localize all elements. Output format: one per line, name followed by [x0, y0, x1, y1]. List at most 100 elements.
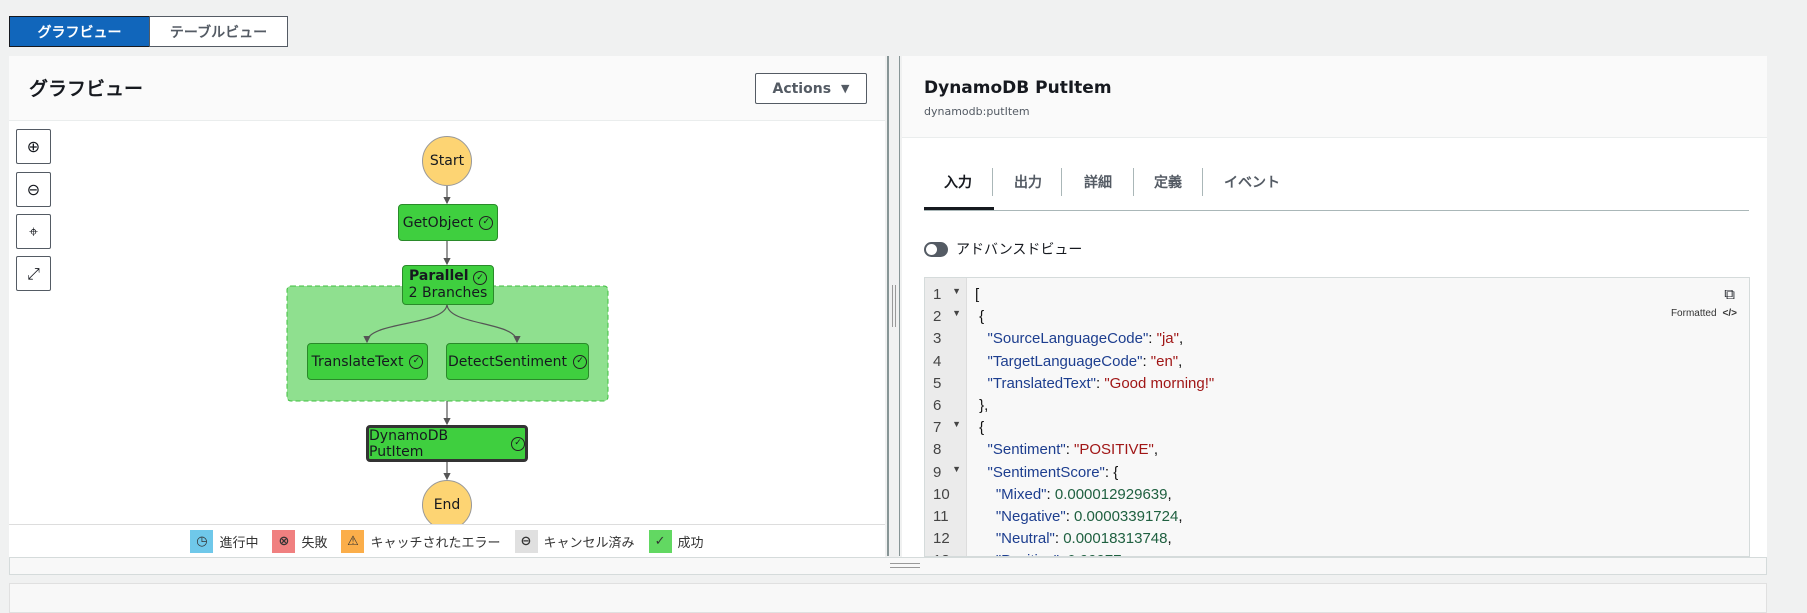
line-number: 5 [925, 375, 967, 397]
line-number: 12 [925, 530, 967, 552]
json-value: 0.00003391724 [1074, 508, 1179, 525]
line-number: 2▼ [925, 308, 967, 330]
json-key: "SentimentScore" [987, 463, 1105, 481]
fold-arrow-icon[interactable]: ▼ [952, 419, 961, 430]
line-number: 4 [925, 353, 967, 375]
code-line: { [979, 308, 985, 326]
detectsentiment-node[interactable]: DetectSentiment ✓ [446, 343, 589, 380]
json-key: "Mixed" [995, 485, 1047, 503]
legend-label: キャッチされたエラー [370, 535, 501, 551]
tab-definition[interactable]: 定義 [1154, 175, 1182, 191]
clock-icon: ◷ [190, 529, 214, 553]
graph-panel: グラフビュー Actions▼ ⊕ ⊖ ⌖ ⤢ Start GetObject✓… [9, 56, 885, 557]
horizontal-resize-bar[interactable] [9, 557, 1767, 575]
parallel-node[interactable]: Parallel ✓2 Branches [402, 265, 494, 305]
resize-handle[interactable] [892, 285, 896, 327]
code-line: }, [979, 397, 989, 414]
json-key: "Negative" [995, 508, 1066, 525]
resize-handle[interactable] [890, 563, 920, 568]
legend-label: 失敗 [301, 535, 328, 551]
fold-arrow-icon[interactable]: ▼ [952, 286, 961, 296]
tab-separator [992, 168, 993, 196]
divider-line [899, 56, 900, 556]
copy-icon[interactable]: ⧉ [1724, 286, 1735, 303]
json-key: "TranslatedText" [987, 374, 1096, 392]
formatted-label: Formatted [1670, 308, 1717, 319]
details-header: DynamoDB PutItem dynamodb:putItem [902, 56, 1767, 138]
tab-separator [1133, 168, 1134, 196]
line-number: 11 [925, 508, 967, 530]
caret-down-icon: ▼ [841, 82, 850, 95]
line-gutter [925, 278, 967, 556]
end-node[interactable]: End [422, 480, 472, 524]
tab-separator [1061, 168, 1062, 196]
legend-label: 進行中 [219, 535, 259, 551]
center-icon[interactable]: ⌖ [16, 214, 51, 249]
legend: ◷ 進行中 ⊗ 失敗 ⚠キャッチされたエラー ⊖ キャンセル済み ✓成功 [9, 524, 885, 557]
formatted-toggle[interactable]: Formatted </> [1671, 308, 1737, 319]
tab-details[interactable]: 詳細 [1084, 175, 1112, 191]
node-label: GetObject [402, 214, 474, 231]
check-icon: ✓ [479, 215, 494, 230]
json-value: 0.00018313748 [1063, 530, 1168, 548]
toggle-label: アドバンスドビュー [956, 242, 1083, 258]
dynamodb-putitem-node[interactable]: DynamoDB PutItem✓ [366, 425, 528, 462]
json-value: "Good morning!" [1104, 374, 1215, 392]
advanced-view-toggle[interactable]: アドバンスドビュー [924, 239, 1082, 259]
tab-output[interactable]: 出力 [1014, 175, 1042, 191]
graph-canvas[interactable]: ⊕ ⊖ ⌖ ⤢ Start GetObject ✓ Parallel ✓2 Bra… [9, 121, 885, 524]
x-circle-icon: ⊗ [272, 529, 296, 553]
fold-arrow-icon[interactable]: ▼ [952, 463, 961, 474]
line-number-text: 4 [933, 352, 942, 370]
legend-succeeded: ✓成功 [648, 529, 704, 553]
start-label: Start [429, 153, 465, 169]
end-label: End [433, 497, 461, 513]
zoom-in-icon[interactable]: ⊕ [16, 129, 51, 164]
translatetext-node[interactable]: TranslateText✓ [307, 343, 428, 380]
minus-circle-icon: ⊖ [514, 529, 538, 553]
json-editor[interactable]: 1▼[2▼ {3 "SourceLanguageCode": "ja",4 "T… [924, 277, 1750, 557]
legend-label: キャンセル済み [543, 535, 635, 551]
fit-icon[interactable]: ⤢ [16, 256, 51, 291]
json-key: "TargetLanguageCode" [987, 352, 1143, 370]
line-number-text: 2 [933, 308, 942, 326]
line-number-text: 9 [933, 463, 942, 481]
line-number: 8 [925, 441, 967, 463]
code-icon: </> [1722, 308, 1737, 319]
json-key: "Positive" [996, 552, 1059, 556]
line-number-text: 1 [933, 286, 942, 303]
legend-label: 成功 [677, 535, 704, 551]
node-label: DetectSentiment [447, 353, 568, 370]
line-number: 7▼ [925, 419, 967, 441]
tab-separator [1202, 168, 1203, 196]
line-number: 6 [925, 397, 967, 419]
json-value: 0.99977 [1067, 552, 1121, 556]
state-type: dynamodb:putItem [924, 105, 1030, 118]
getobject-node[interactable]: GetObject ✓ [398, 204, 498, 241]
tab-table-view[interactable]: テーブルビュー [149, 16, 288, 47]
tab-graph-view[interactable]: グラフビュー [9, 16, 150, 47]
check-icon: ✓ [573, 354, 588, 369]
code-line: "TargetLanguageCode": "en", [987, 352, 1183, 370]
tab-events[interactable]: イベント [1224, 175, 1280, 191]
line-number: 10 [925, 486, 967, 508]
zoom-out-icon[interactable]: ⊖ [16, 172, 51, 207]
tabs-underline [924, 210, 1749, 211]
code-line: "Negative": 0.00003391724, [995, 508, 1183, 525]
legend-cancelled: ⊖ キャンセル済み [514, 529, 635, 553]
start-node[interactable]: Start [422, 136, 472, 186]
node-label: Parallel [408, 267, 469, 284]
tab-input[interactable]: 入力 [944, 175, 972, 191]
bottom-panel [9, 583, 1767, 613]
vertical-divider[interactable] [887, 56, 889, 556]
line-number: 13 [925, 552, 967, 556]
json-key: "SourceLanguageCode" [987, 330, 1149, 348]
actions-label: Actions [772, 80, 832, 97]
graph-panel-header: グラフビュー Actions▼ [9, 56, 885, 121]
check-icon: ✓ [473, 271, 488, 286]
toggle-switch[interactable] [924, 241, 948, 257]
line-number-text: 8 [933, 441, 942, 459]
fold-arrow-icon[interactable]: ▼ [952, 308, 961, 319]
legend-caught-error: ⚠キャッチされたエラー [341, 529, 501, 553]
actions-button[interactable]: Actions ▼ [755, 73, 867, 104]
